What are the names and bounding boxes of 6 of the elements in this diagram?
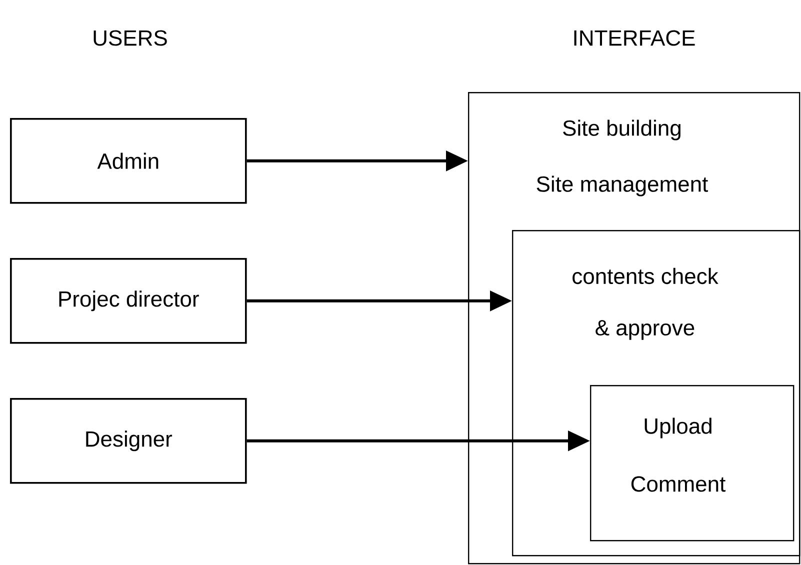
interface-box: Upload Comment: [590, 385, 794, 542]
user-box: Designer: [10, 398, 247, 484]
user-box: Projec director: [10, 258, 247, 344]
heading: USERS: [94, 30, 167, 46]
heading: INTERFACE: [574, 30, 695, 46]
user-box: Admin: [10, 118, 247, 204]
